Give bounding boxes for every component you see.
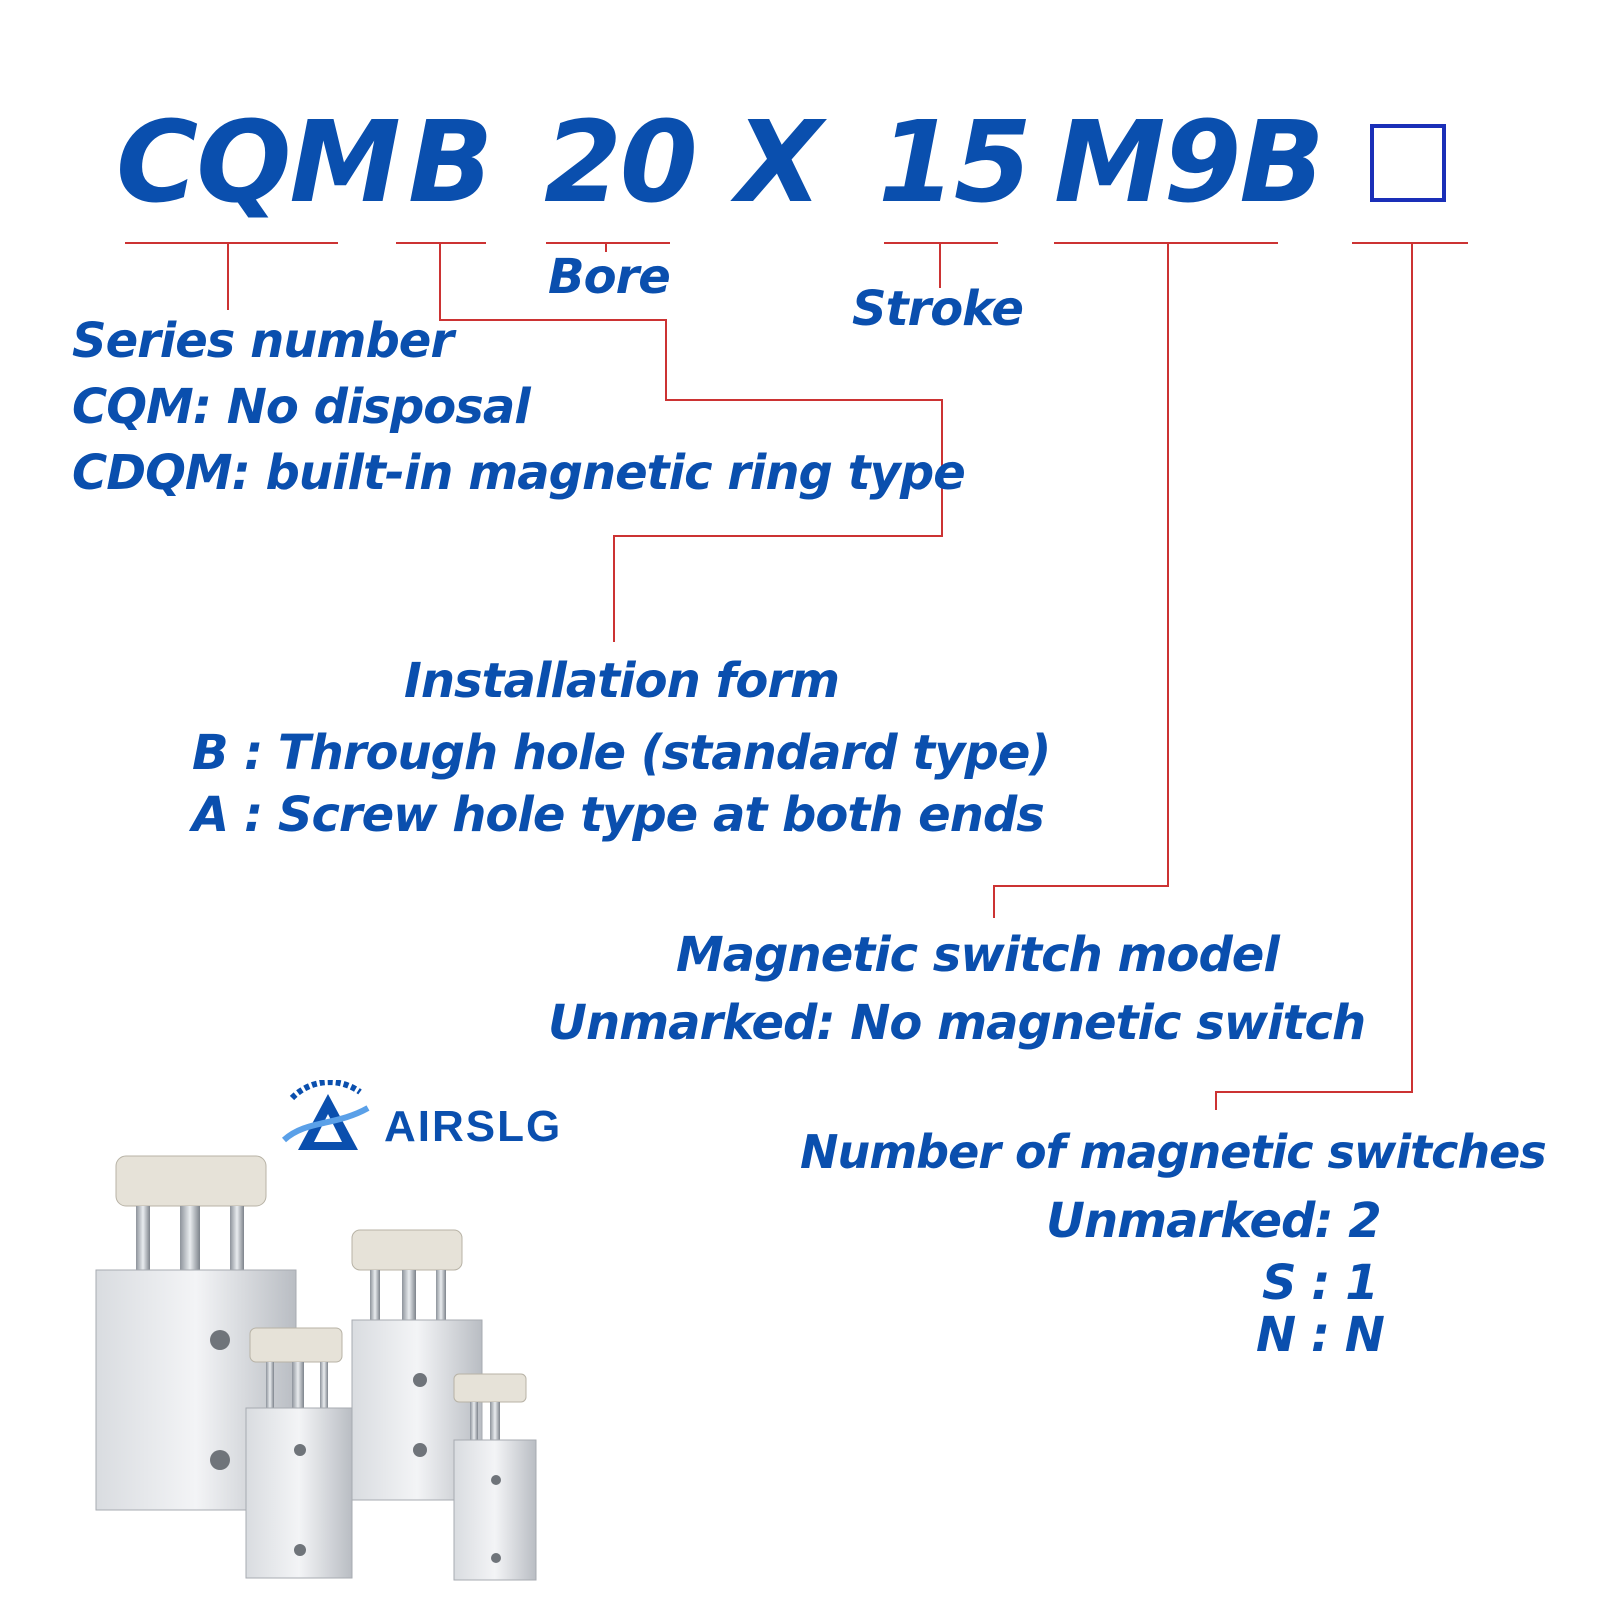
- switch-count-title: Number of magnetic switches: [800, 1125, 1547, 1179]
- code-stroke: 15: [878, 98, 1032, 228]
- switch-count-line-3: N : N: [1256, 1307, 1385, 1363]
- installation-title: Installation form: [404, 653, 840, 709]
- code-bore: 20: [544, 98, 698, 228]
- installation-b-text: : Through hole (standard type): [244, 725, 1051, 781]
- leader-installation: [439, 243, 943, 642]
- switch-count-line-2: S : 1: [1262, 1255, 1379, 1311]
- code-option-box: [1370, 124, 1446, 202]
- brand-name: AIRSLG: [384, 1102, 563, 1151]
- code-series: CQM: [116, 98, 401, 228]
- series-line-1: CQM: No disposal: [72, 379, 531, 435]
- series-title: Series number: [72, 313, 454, 369]
- switch-model-line-1: Unmarked: No magnetic switch: [548, 995, 1366, 1051]
- series-line-2: CDQM: built-in magnetic ring type: [72, 445, 966, 501]
- airslg-logo-icon: [281, 1080, 370, 1150]
- switch-model-title: Magnetic switch model: [676, 927, 1280, 983]
- installation-a-key: A: [192, 787, 229, 843]
- stroke-label: Stroke: [852, 281, 1024, 337]
- code-separator: X: [736, 98, 822, 228]
- bore-label: Bore: [548, 249, 671, 305]
- installation-a-text: : Screw hole type at both ends: [244, 787, 1045, 843]
- cylinder-product-image: [95, 1155, 537, 1581]
- code-switch: M9B: [1054, 98, 1325, 228]
- switch-count-line-1: Unmarked: 2: [1046, 1193, 1382, 1249]
- code-installation: B: [408, 98, 493, 228]
- leader-switch-count: [1215, 243, 1413, 1110]
- installation-b-key: B: [192, 725, 229, 781]
- leader-switch-model: [993, 243, 1169, 918]
